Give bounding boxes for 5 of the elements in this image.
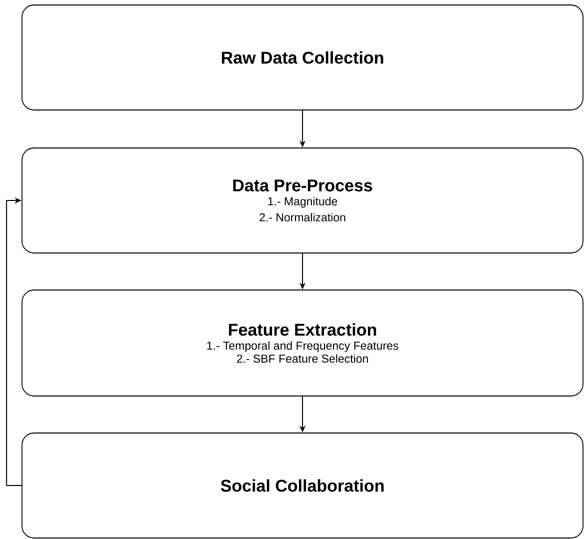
process-box: Raw Data Collection [22,4,584,110]
process-box: Data Pre-Process 1.- Magnitude 2.- Normalization [22,148,584,254]
arrow [6,197,22,486]
process-box: Feature Extraction 1.- Temporal and Frequency Features 2.- SBF Feature Selection [22,290,584,396]
process-box: Social Collaboration [22,432,584,538]
